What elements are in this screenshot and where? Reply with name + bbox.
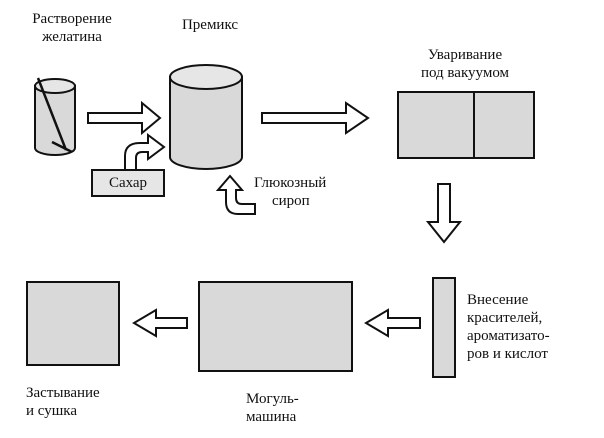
label-mogul-line1: Могуль- bbox=[246, 391, 299, 407]
label-glucose-line1: Глюкозный bbox=[254, 175, 327, 191]
label-additives: Внесение красителей, ароматизато- ров и … bbox=[467, 291, 550, 363]
label-sugar: Сахар bbox=[92, 174, 164, 192]
arrow-vacuum-down bbox=[425, 183, 463, 244]
arrow-mogul-to-setting bbox=[132, 308, 188, 338]
label-mogul: Могуль- машина bbox=[246, 390, 299, 426]
premix-tank bbox=[169, 64, 243, 170]
setting-drying-box bbox=[26, 281, 120, 366]
additives-column bbox=[432, 277, 456, 378]
label-gelatin: Растворение желатина bbox=[20, 10, 124, 46]
mogul-machine bbox=[198, 281, 353, 372]
label-additives-line1: Внесение bbox=[467, 292, 529, 308]
arrow-sugar-to-premix bbox=[124, 133, 166, 171]
arrow-premix-to-vacuum bbox=[261, 101, 370, 135]
label-gelatin-line1: Растворение bbox=[32, 11, 112, 27]
label-premix: Премикс bbox=[160, 16, 260, 34]
label-setting-line2: и сушка bbox=[26, 403, 78, 419]
sugar-box bbox=[91, 169, 165, 197]
label-additives-line2: красителей, bbox=[467, 310, 543, 326]
label-premix-line1: Премикс bbox=[181, 17, 239, 33]
gelatin-beaker bbox=[34, 77, 76, 156]
label-vacuum-line1: Уваривание bbox=[427, 47, 503, 63]
label-vacuum-line2: под вакуумом bbox=[420, 65, 510, 81]
arrow-glucose-to-premix bbox=[215, 174, 256, 215]
label-vacuum: Уваривание под вакуумом bbox=[400, 46, 530, 82]
label-mogul-line2: машина bbox=[246, 409, 297, 425]
label-glucose-line2: сироп bbox=[272, 193, 310, 209]
label-additives-line4: ров и кислот bbox=[467, 346, 548, 362]
label-setting: Застывание и сушка bbox=[26, 384, 100, 420]
label-gelatin-line2: желатина bbox=[42, 29, 102, 45]
label-additives-line3: ароматизато- bbox=[467, 328, 550, 344]
label-sugar-line1: Сахар bbox=[108, 175, 148, 191]
arrow-gelatin-to-premix bbox=[87, 100, 162, 136]
label-setting-line1: Застывание bbox=[26, 385, 100, 401]
label-glucose: Глюкозный сироп bbox=[254, 174, 326, 210]
vacuum-cooker bbox=[397, 91, 535, 159]
arrow-additives-to-mogul bbox=[364, 308, 421, 338]
